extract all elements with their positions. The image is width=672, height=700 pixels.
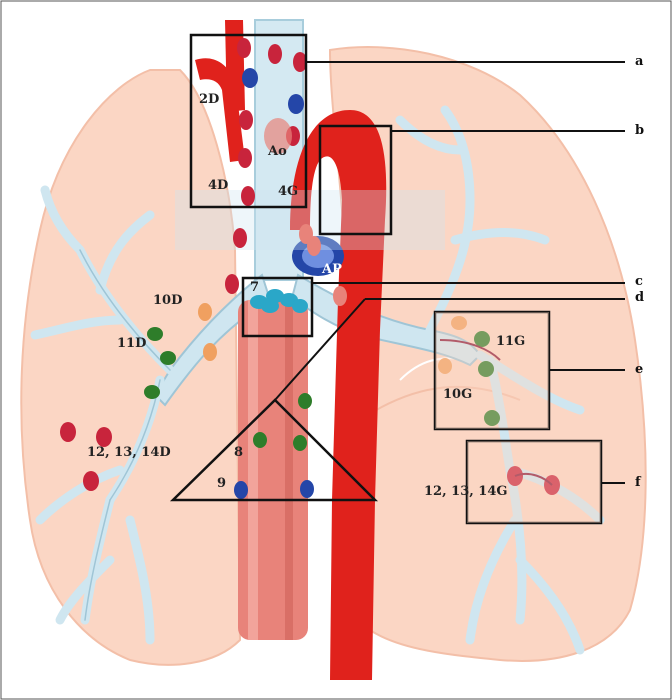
callout-f: f xyxy=(635,475,641,490)
label-2D: 2D xyxy=(199,92,220,107)
callout-e: e xyxy=(635,362,644,377)
label-4G: 4G xyxy=(278,184,299,199)
label-12-13-14G: 12, 13, 14G xyxy=(424,484,508,499)
label-aorta: Ao xyxy=(268,144,287,159)
aortic-arch xyxy=(290,110,387,680)
label-pulmonary-artery: AP xyxy=(322,262,342,277)
callout-b: b xyxy=(635,123,645,138)
label-12-13-14D: 12, 13, 14D xyxy=(87,445,171,460)
lymph-nodes xyxy=(60,38,560,499)
box-b xyxy=(318,124,393,236)
label-11G: 11G xyxy=(496,334,526,349)
left-bronchial-tree xyxy=(395,105,605,655)
label-9: 9 xyxy=(217,476,227,491)
label-10G: 10G xyxy=(443,387,473,402)
box-c xyxy=(241,276,314,338)
box-a xyxy=(189,33,308,209)
label-11D: 11D xyxy=(117,336,147,351)
label-4D: 4D xyxy=(208,178,229,193)
leader-lines xyxy=(274,61,625,484)
label-10D: 10D xyxy=(153,293,183,308)
label-7: 7 xyxy=(250,280,260,295)
callout-c: c xyxy=(635,274,643,289)
callout-d: d xyxy=(635,290,645,305)
label-8: 8 xyxy=(234,445,244,460)
triangle-d xyxy=(169,398,379,502)
callout-a: a xyxy=(635,54,644,69)
